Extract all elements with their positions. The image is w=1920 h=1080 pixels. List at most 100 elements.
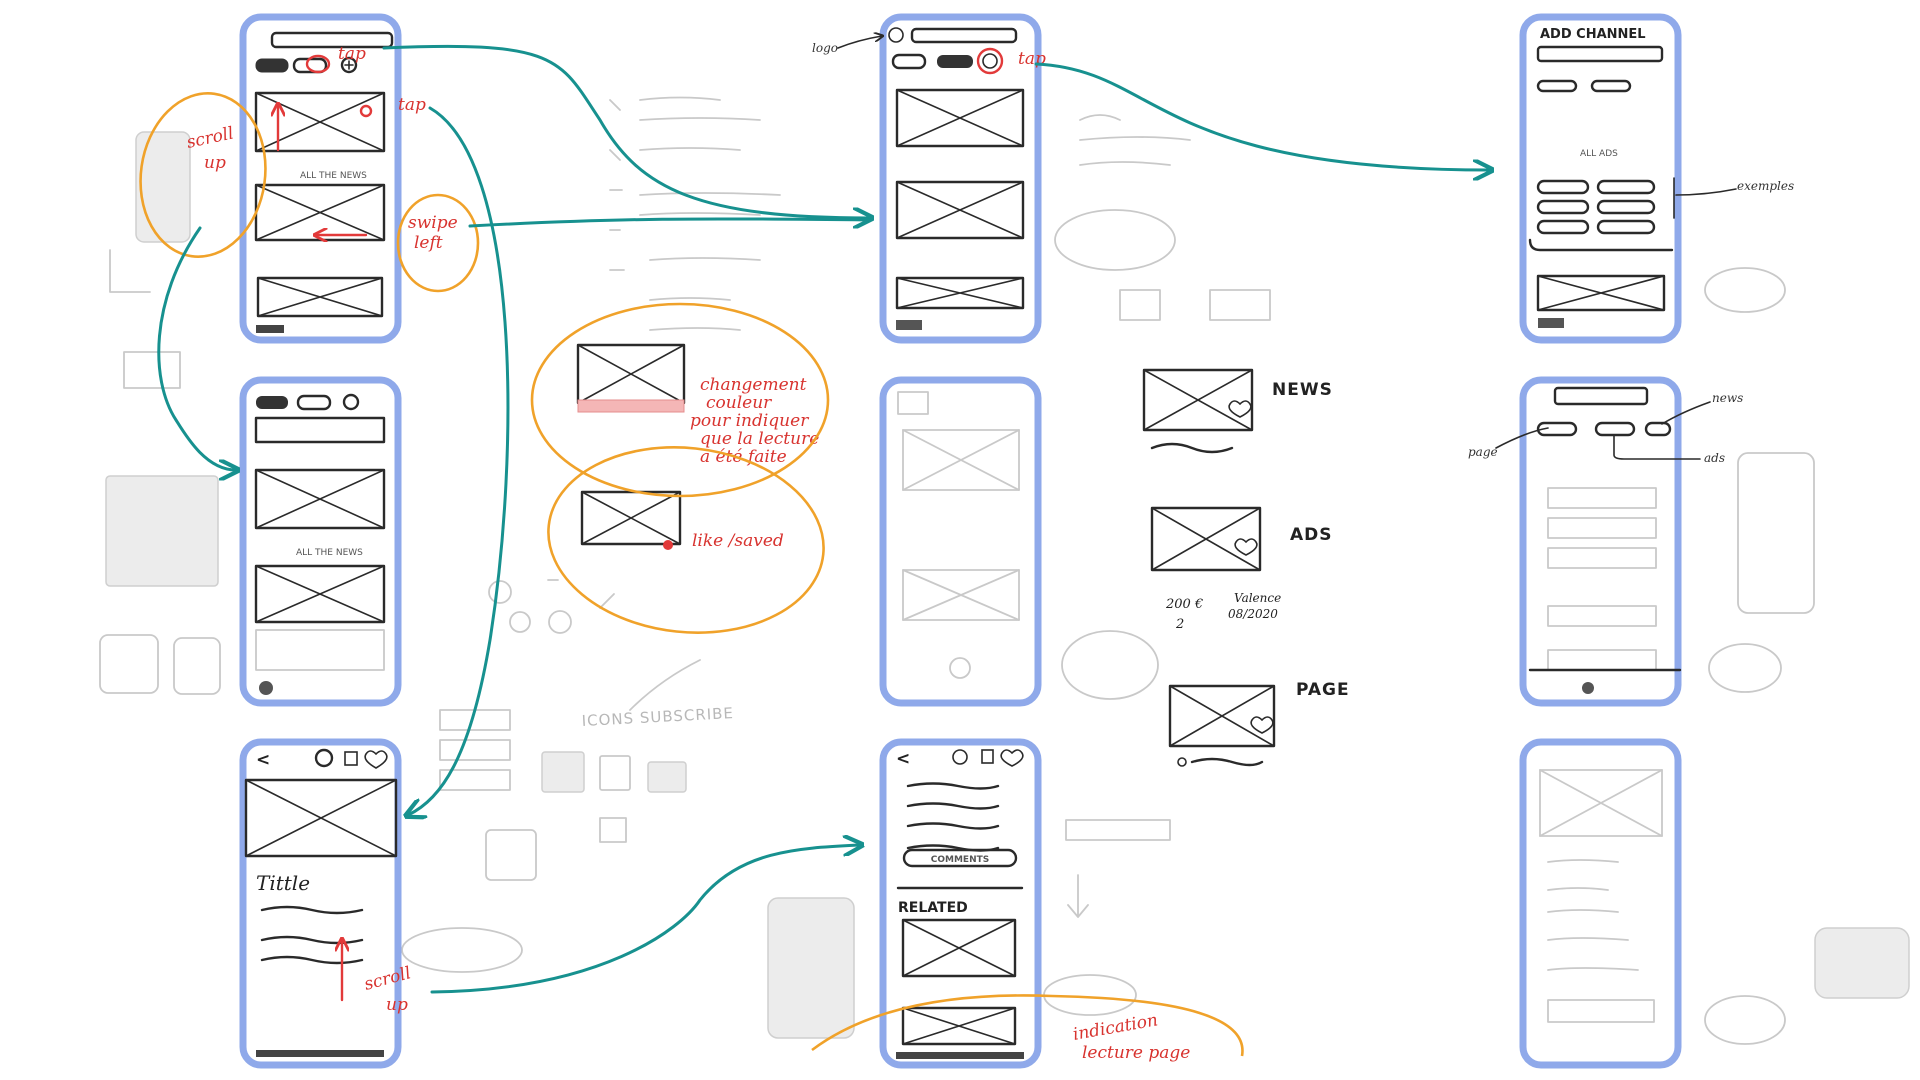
screen-add-channel[interactable]: ADD CHANNEL ALL ADS xyxy=(1519,13,1682,344)
heart-icon xyxy=(663,540,673,550)
read-state-note: pour indiquer xyxy=(690,411,809,431)
page-tab-label: page xyxy=(1468,445,1498,459)
search-bar[interactable] xyxy=(270,31,394,49)
flow-arrow xyxy=(468,217,872,228)
share-icon[interactable] xyxy=(344,751,358,766)
avatar[interactable] xyxy=(259,681,273,695)
faint-thumbnail xyxy=(99,634,159,694)
share-icon[interactable] xyxy=(981,749,994,764)
screen-article[interactable]: < Tittle xyxy=(239,738,402,1069)
search-bar[interactable] xyxy=(1553,386,1649,406)
heart-icon[interactable] xyxy=(364,750,388,769)
card-type-page: PAGE xyxy=(1168,680,1349,767)
tab-pill[interactable] xyxy=(1536,421,1578,437)
avatar[interactable] xyxy=(1582,682,1594,694)
phone-frame xyxy=(879,376,1042,707)
examples-label: exemples xyxy=(1737,179,1794,193)
faint-device-sketch xyxy=(1814,927,1910,999)
news-tab-label: news xyxy=(1712,391,1743,405)
tap-note: tap xyxy=(338,44,366,64)
rss-icon xyxy=(541,751,585,793)
orange-highlight-circles xyxy=(139,92,1244,1057)
tap-note: tap xyxy=(1018,49,1046,69)
card-type-news: NEWS xyxy=(1142,368,1333,454)
flow-arrow xyxy=(408,106,510,815)
add-icon[interactable] xyxy=(340,56,358,74)
card-type-ads: ADS 200 € 2 Valence 08/2020 xyxy=(1150,506,1333,632)
image-placeholder xyxy=(254,91,386,153)
image-placeholder xyxy=(895,88,1025,148)
tab-pill-active[interactable] xyxy=(255,58,289,73)
scroll-up-note: scroll xyxy=(362,963,413,995)
add-icon[interactable] xyxy=(982,53,998,69)
tab-pill[interactable] xyxy=(1536,79,1578,93)
phone-frame xyxy=(239,738,402,1069)
tap-note: tap xyxy=(398,95,426,115)
card-type-label: ADS xyxy=(1290,525,1333,545)
ad-date: 08/2020 xyxy=(1228,607,1278,621)
section-label: ALL THE NEWS xyxy=(296,548,363,558)
tab-pill[interactable] xyxy=(1590,79,1632,93)
ads-tab-label: ads xyxy=(1704,451,1725,465)
screen-profile[interactable] xyxy=(1519,376,1682,707)
image-placeholder xyxy=(254,416,386,444)
section-label: ALL ADS xyxy=(1580,149,1618,159)
tap-highlight xyxy=(305,54,331,74)
faint-photo-screenshot xyxy=(105,475,219,587)
liked-card xyxy=(580,490,682,550)
indication-note: lecture page xyxy=(1082,1043,1190,1063)
image-placeholder xyxy=(1142,368,1254,432)
phone-frame xyxy=(239,376,402,707)
comments-button[interactable] xyxy=(902,848,1018,868)
swipe-left-note: left xyxy=(414,233,443,253)
add-icon[interactable] xyxy=(952,749,968,765)
search-bar[interactable] xyxy=(1536,45,1664,63)
back-icon[interactable]: < xyxy=(256,750,271,770)
heart-icon[interactable] xyxy=(1000,749,1024,767)
add-channel-button-highlight[interactable] xyxy=(976,47,1004,75)
document-icon xyxy=(599,755,631,791)
swipe-left-note: swipe xyxy=(408,213,458,233)
read-state-note: couleur xyxy=(706,393,772,413)
tab-pill-active[interactable] xyxy=(256,396,288,409)
back-icon[interactable]: < xyxy=(896,749,911,769)
image-placeholder xyxy=(901,1006,1017,1046)
image-placeholder xyxy=(895,276,1025,310)
tab-pill[interactable] xyxy=(1644,421,1672,437)
related-heading: RELATED xyxy=(898,900,968,916)
ad-city: Valence xyxy=(1234,591,1281,605)
bottom-nav[interactable] xyxy=(256,325,284,333)
bottom-nav[interactable] xyxy=(896,320,922,330)
scroll-up-note: up xyxy=(204,153,226,173)
scroll-up-note: scroll xyxy=(185,123,236,152)
add-icon[interactable] xyxy=(314,748,334,768)
add-icon[interactable] xyxy=(342,393,360,411)
channel-example-chips[interactable] xyxy=(1536,179,1656,235)
profile-menu-rows[interactable] xyxy=(1547,487,1657,671)
screen-feed-scrolled[interactable]: ALL THE NEWS xyxy=(239,376,402,707)
tab-pill[interactable] xyxy=(1594,421,1636,437)
heart-icon xyxy=(1228,400,1252,418)
read-state-highlight xyxy=(577,399,685,413)
image-placeholder xyxy=(1536,274,1666,312)
tab-pill[interactable] xyxy=(296,394,332,411)
phone-frame xyxy=(1519,376,1682,707)
background-faint-sketches: ICONS SUBSCRIBE xyxy=(99,96,1910,1045)
logo-label: logo xyxy=(812,41,838,55)
screen-feed[interactable]: ALL THE NEWS xyxy=(239,13,402,344)
image-placeholder xyxy=(244,778,398,858)
search-bar[interactable] xyxy=(910,27,1018,44)
image-placeholder xyxy=(256,276,384,318)
card-type-label: NEWS xyxy=(1272,380,1333,400)
heart-icon xyxy=(1250,716,1274,734)
tab-pill-active[interactable] xyxy=(937,55,973,68)
like-saved-note: like /saved xyxy=(692,531,784,551)
tab-pill[interactable] xyxy=(891,53,927,70)
screen-channels[interactable] xyxy=(879,13,1042,344)
image-placeholder xyxy=(901,918,1017,978)
image-placeholder xyxy=(580,490,682,546)
image-placeholder xyxy=(254,564,386,624)
bottom-nav[interactable] xyxy=(1538,318,1564,328)
screen-article-comments[interactable]: < COMMENTS RELATED xyxy=(879,738,1042,1069)
phone-frame xyxy=(1519,738,1682,1069)
